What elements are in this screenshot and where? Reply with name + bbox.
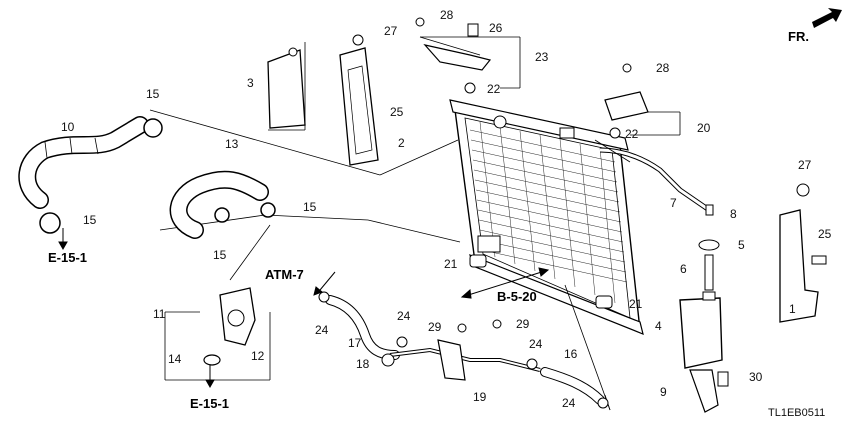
callout-25a: 25 — [390, 105, 404, 119]
callout-4: 4 — [655, 319, 662, 333]
callout-6: 6 — [680, 262, 687, 276]
right-baffle — [779, 183, 827, 323]
callout-23: 23 — [535, 50, 549, 64]
reserve-tank — [679, 204, 729, 413]
callout-22a: 22 — [487, 82, 501, 96]
callout-17: 17 — [348, 336, 362, 350]
callout-2: 2 — [398, 136, 405, 150]
callout-21a: 21 — [444, 257, 458, 271]
callout-24b: 24 — [397, 309, 411, 323]
callout-10: 10 — [61, 120, 75, 134]
ref-e151-top: E-15-1 — [48, 250, 88, 265]
callout-30: 30 — [749, 370, 763, 384]
ref-atm7: ATM-7 — [265, 267, 304, 282]
callout-24c: 24 — [529, 337, 543, 351]
callout-15c: 15 — [303, 200, 317, 214]
callout-27b: 27 — [798, 158, 812, 172]
callout-20: 20 — [697, 121, 711, 135]
callout-16: 16 — [564, 347, 578, 361]
callout-27a: 27 — [384, 24, 398, 38]
callout-29b: 29 — [516, 317, 530, 331]
callout-25b: 25 — [818, 227, 832, 241]
lower-radiator-hose — [169, 170, 276, 239]
callout-21b: 21 — [629, 297, 643, 311]
ref-e151-bottom: E-15-1 — [190, 396, 230, 411]
callout-9: 9 — [660, 385, 667, 399]
callout-28b: 28 — [656, 61, 670, 75]
water-outlet — [203, 287, 256, 366]
ref-arrows — [58, 228, 550, 389]
callout-19: 19 — [473, 390, 487, 404]
callout-24a: 24 — [315, 323, 329, 337]
upper-radiator-hose — [18, 116, 163, 234]
callout-14: 14 — [168, 352, 182, 366]
ref-b520: B-5-20 — [497, 289, 537, 304]
callout-24d: 24 — [562, 396, 576, 410]
callout-8: 8 — [730, 207, 737, 221]
callout-1: 1 — [789, 302, 796, 316]
callout-18: 18 — [356, 357, 370, 371]
callout-12: 12 — [251, 349, 265, 363]
upper-bracket — [415, 17, 492, 94]
callout-13: 13 — [225, 137, 239, 151]
callout-15d: 15 — [213, 248, 227, 262]
callout-29a: 29 — [428, 320, 442, 334]
callout-7: 7 — [670, 196, 677, 210]
air-baffles — [267, 34, 379, 166]
callout-3: 3 — [247, 76, 254, 90]
callout-11: 11 — [153, 307, 166, 321]
front-direction-arrow — [812, 8, 842, 28]
radiator-core — [449, 99, 714, 335]
callout-22b: 22 — [625, 127, 639, 141]
side-bracket — [604, 63, 649, 139]
callout-15a: 15 — [146, 87, 160, 101]
callout-5: 5 — [738, 238, 745, 252]
callout-28a: 28 — [440, 8, 454, 22]
callout-15b: 15 — [83, 213, 97, 227]
callout-26: 26 — [489, 21, 503, 35]
radiator-mounts — [469, 254, 613, 309]
atf-hoses — [318, 291, 609, 409]
drawing-code: TL1EB0511 — [768, 407, 826, 419]
front-direction-label: FR. — [788, 29, 809, 44]
